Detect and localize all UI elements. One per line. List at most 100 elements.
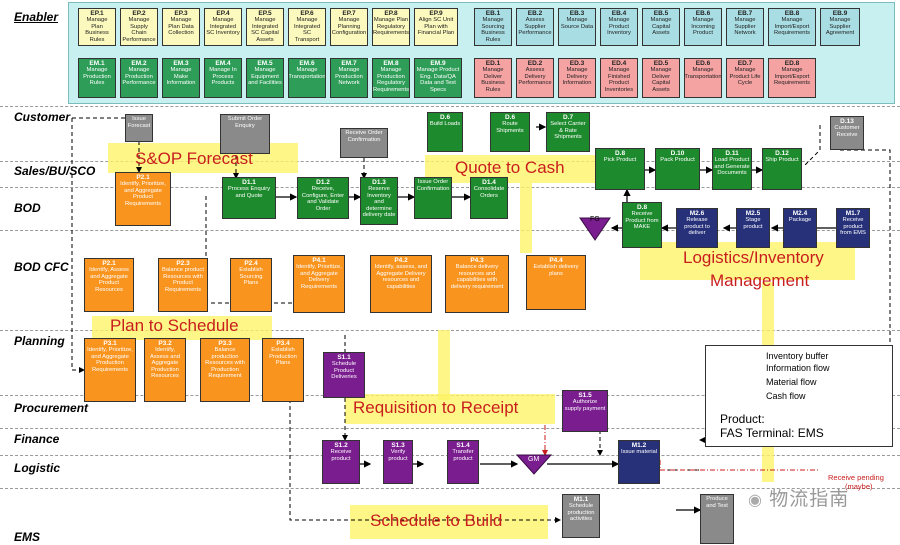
- product-note: Product: FAS Terminal: EMS: [720, 412, 824, 440]
- box-text: Manage Production Rules: [83, 67, 111, 86]
- lane-label: EMS: [14, 530, 41, 544]
- box-id: P4.4: [549, 257, 563, 264]
- box-id: D1.3: [372, 179, 386, 186]
- lane-divider: [0, 330, 900, 331]
- fg-label: FG: [590, 216, 600, 223]
- box-id: EB.7: [737, 10, 753, 17]
- box-id: EM.4: [215, 60, 231, 67]
- box-text: Identify, Prioritize, and Aggregate Prod…: [120, 181, 166, 207]
- box-text: Manage Plan Regulatory Requirements: [372, 17, 410, 36]
- lane-label: Sales/BU/SCO: [14, 164, 96, 178]
- lane-divider: [0, 428, 900, 429]
- box-id: EP.3: [174, 10, 188, 17]
- box-text: Schedule Product Deliveries: [331, 361, 357, 380]
- band-label-plan-to-schedule: Plan to Schedule: [110, 316, 239, 335]
- box-text: Manage Supply Chain Performance: [122, 17, 156, 43]
- box-id: EM.8: [383, 60, 399, 67]
- box-text: Manage Integrated SC Inventory: [206, 17, 240, 36]
- box-id: D.10: [670, 150, 685, 157]
- box-id: D.6: [439, 114, 451, 121]
- box-id: ED.2: [527, 60, 543, 67]
- box-id: P4.1: [312, 257, 326, 264]
- box-text: Manage Supplier Network: [734, 17, 756, 36]
- band-label-schedule-to-build: Schedule to Build: [370, 511, 503, 530]
- box-text: Manage Capital Assets: [650, 17, 672, 36]
- box-id: EM.9: [430, 60, 446, 67]
- box-id: D.7: [562, 114, 574, 121]
- box-text: Identify, Assess and Aggregate Productio…: [150, 347, 180, 379]
- box-text: Produce and Test: [706, 496, 728, 509]
- lane-divider: [0, 488, 900, 489]
- box-id: M2.4: [792, 210, 808, 217]
- band-logistics: [640, 242, 855, 280]
- box-text: Route Shipments: [496, 121, 524, 134]
- box-text: Manage Import/Export Requirements: [773, 17, 811, 36]
- wechat-icon: ◉: [748, 492, 763, 509]
- box-text: Manage Equipment and Facilities: [248, 67, 282, 86]
- box-text: Balance production Resources with Produc…: [205, 347, 245, 379]
- box-id: P3.4: [276, 340, 290, 347]
- box-text: Assess Delivery Performance: [518, 67, 552, 86]
- box-text: Manage Product Inventory: [607, 17, 631, 36]
- box-text: Establish delivery plans: [533, 264, 579, 277]
- inventory-buffer-fg: [579, 217, 611, 241]
- box-id: EB.4: [611, 10, 627, 17]
- box-id: D.8: [636, 204, 648, 211]
- box-id: EM.7: [341, 60, 357, 67]
- box-id: P3.3: [218, 340, 232, 347]
- box-id: P2.4: [244, 260, 258, 267]
- band-schedule-to-build: [350, 505, 548, 539]
- box-id: EB.6: [695, 10, 711, 17]
- box-id: ED.8: [784, 60, 800, 67]
- box-text: Assess Supplier Performance: [518, 17, 552, 36]
- legend-cash: Cash flow: [766, 391, 806, 401]
- box-text: Receive Product from MAKE: [625, 211, 659, 230]
- box-id: M1.1: [573, 496, 589, 503]
- box-id: D1.1: [242, 179, 256, 186]
- box-text: Verify product: [388, 449, 408, 462]
- lane-divider: [0, 230, 900, 231]
- box-id: P2.1: [102, 260, 116, 267]
- band-connector: [520, 183, 532, 253]
- box-text: Manage Import/Export Requirements: [773, 67, 811, 86]
- box-id: D.13: [840, 118, 854, 125]
- box-text: Identify, assess, and Aggregate Delivery…: [374, 264, 428, 290]
- box-text: Manage Production Performance: [122, 67, 156, 86]
- box-id: P2.3: [176, 260, 190, 267]
- box-text: Manage Integrated SC Capital Assets: [251, 17, 279, 43]
- box-text: Pick Product: [603, 157, 637, 163]
- box-id: D1.4: [482, 179, 496, 186]
- box-id: P3.1: [103, 340, 117, 347]
- box-text: Balance delivery resources and capabilit…: [450, 264, 504, 290]
- lane-label: Logistic: [14, 461, 61, 475]
- product-value: FAS Terminal: EMS: [720, 426, 824, 440]
- process-box: Issue Order Confirmation: [414, 177, 452, 219]
- watermark: ◉ 物流指南: [748, 484, 849, 511]
- box-id: M2.5: [745, 210, 761, 217]
- box-text: Establish Sourcing Plans: [239, 267, 263, 286]
- process-box: Issue Forecast: [125, 114, 153, 142]
- lane-label: BOD CFC: [14, 260, 69, 274]
- box-id: ED.4: [611, 60, 627, 67]
